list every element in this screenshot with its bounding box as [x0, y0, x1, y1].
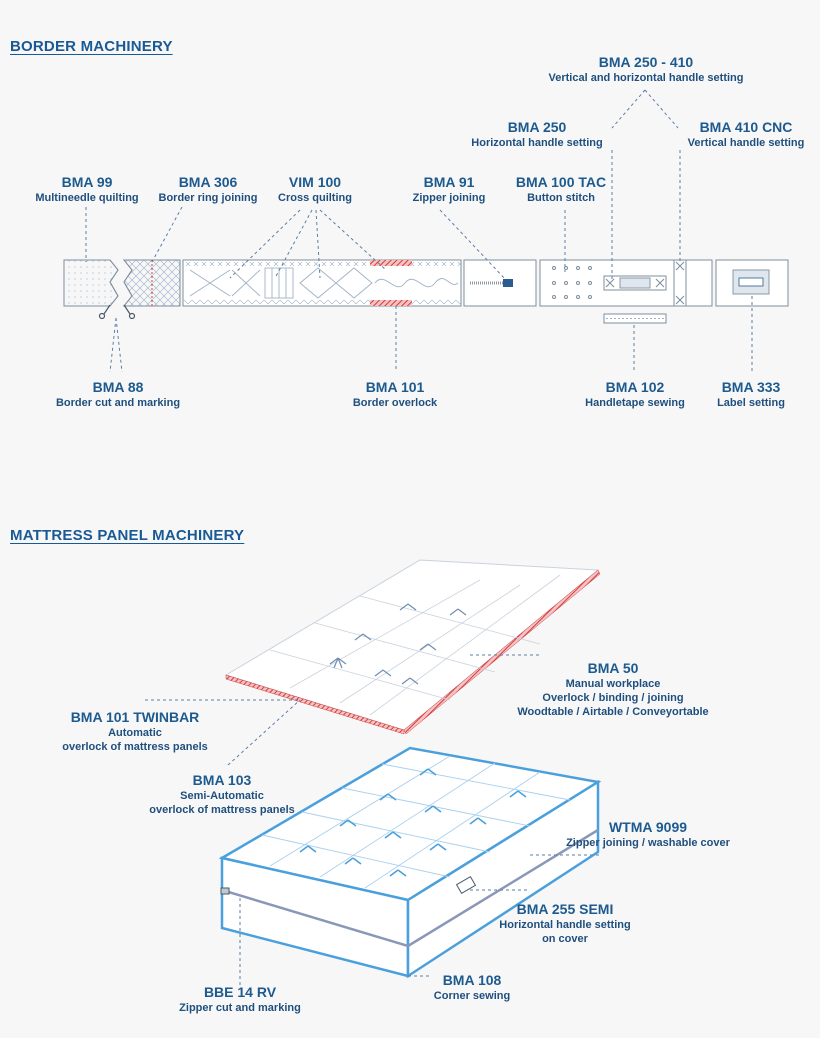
label-code: BMA 108 [442, 972, 502, 988]
label-desc: Corner sewing [433, 990, 511, 1002]
label-code: BMA 99 [61, 174, 113, 190]
label-desc: Semi-Automatic [180, 790, 264, 802]
label-bma-250: BMA 250 Horizontal handle setting [471, 119, 602, 150]
label-code: BMA 101 [365, 379, 425, 395]
label-bma-333: BMA 333 Label setting [717, 379, 785, 410]
label-desc: Horizontal handle setting [471, 137, 603, 149]
label-desc: Zipper joining [412, 192, 486, 204]
label-code: BMA 250 [507, 119, 567, 135]
side-handle [455, 875, 477, 895]
label-wtma-9099: WTMA 9099 Zipper joining / washable cove… [566, 819, 730, 850]
label-desc: Border cut and marking [55, 397, 181, 409]
panel-overlock-front [225, 674, 405, 735]
label-desc: Cross quilting [278, 192, 352, 204]
label-code: BMA 306 [178, 174, 238, 190]
label-desc: Horizontal handle setting [499, 919, 631, 931]
label-desc: Vertical and horizontal handle setting [548, 72, 744, 84]
border-strip [63, 259, 789, 307]
label-code: BMA 410 CNC [699, 119, 793, 135]
label-bma-255-semi: BMA 255 SEMI Horizontal handle setting o… [499, 901, 630, 946]
label-desc: Button stitch [527, 192, 595, 204]
label-code: BMA 250 - 410 [598, 54, 694, 70]
label-code: BMA 333 [721, 379, 781, 395]
label-desc: Multineedle quilting [35, 192, 139, 204]
label-desc: Woodtable / Airtable / Conveyortable [517, 706, 709, 718]
label-bma-103: BMA 103 Semi-Automatic overlock of mattr… [149, 772, 295, 817]
label-code: BMA 101 TWINBAR [70, 709, 200, 725]
border-leader-lines [85, 89, 753, 373]
mattress-illustration [218, 746, 602, 979]
mattress-zipper-line [221, 828, 599, 948]
label-bma-88: BMA 88 Border cut and marking [56, 379, 180, 410]
label-desc: Vertical handle setting [687, 137, 805, 149]
overlock-band-top [370, 260, 412, 266]
label-desc: Border overlock [352, 397, 438, 409]
label-bma-306: BMA 306 Border ring joining [159, 174, 258, 205]
label-desc: overlock of mattress panels [62, 741, 208, 753]
label-code: WTMA 9099 [608, 819, 688, 835]
label-code: BMA 255 SEMI [516, 901, 614, 917]
label-desc: Zipper cut and marking [179, 1002, 301, 1014]
panel-overlock-side [403, 569, 601, 735]
label-code: BMA 103 [192, 772, 252, 788]
panel-leader-lines [145, 654, 600, 985]
label-bma-250-410: BMA 250 - 410 Vertical and horizontal ha… [549, 54, 744, 85]
quilted-piece [63, 259, 119, 307]
ring-joined-piece [122, 259, 181, 307]
label-bma-100-tac: BMA 100 TAC Button stitch [516, 174, 606, 205]
label-bma-101-twinbar: BMA 101 TWINBAR Automatic overlock of ma… [62, 709, 208, 754]
label-code: BMA 91 [423, 174, 475, 190]
label-code: BBE 14 RV [203, 984, 277, 1000]
label-bma-108: BMA 108 Corner sewing [434, 972, 510, 1003]
label-bma-91: BMA 91 Zipper joining [413, 174, 486, 205]
zipper-pull [220, 887, 230, 895]
mattress-panel-illustration [224, 559, 601, 735]
label-code: BMA 100 TAC [515, 174, 607, 190]
mattress-panel-machinery-title: MATTRESS PANEL MACHINERY [10, 527, 245, 544]
label-code: BMA 102 [605, 379, 665, 395]
cross-quilted-piece [182, 259, 462, 307]
overlock-band-bottom [370, 300, 412, 306]
label-desc: Border ring joining [158, 192, 258, 204]
label-desc: Overlock / binding / joining [542, 692, 684, 704]
label-code: BMA 88 [92, 379, 144, 395]
label-bma-99: BMA 99 Multineedle quilting [35, 174, 138, 205]
label-desc: Zipper joining / washable cover [566, 837, 730, 849]
label-desc: on cover [542, 933, 588, 945]
label-bma-102: BMA 102 Handletape sewing [585, 379, 685, 410]
label-desc: overlock of mattress panels [149, 804, 295, 816]
label-vim-100: VIM 100 Cross quilting [278, 174, 352, 205]
scissors-icon [98, 304, 136, 320]
label-bma-101: BMA 101 Border overlock [353, 379, 437, 410]
label-code: VIM 100 [288, 174, 342, 190]
border-machinery-title: BORDER MACHINERY [10, 38, 173, 55]
label-desc: Manual workplace [565, 678, 661, 690]
label-desc: Handletape sewing [585, 397, 685, 409]
label-desc: Label setting [717, 397, 785, 409]
label-bma-410-cnc: BMA 410 CNC Vertical handle setting [688, 119, 805, 150]
label-code: BMA 50 [587, 660, 639, 676]
label-bma-50: BMA 50 Manual workplace Overlock / bindi… [517, 660, 708, 719]
label-desc: Automatic [108, 727, 162, 739]
label-bbe-14-rv: BBE 14 RV Zipper cut and marking [179, 984, 301, 1015]
